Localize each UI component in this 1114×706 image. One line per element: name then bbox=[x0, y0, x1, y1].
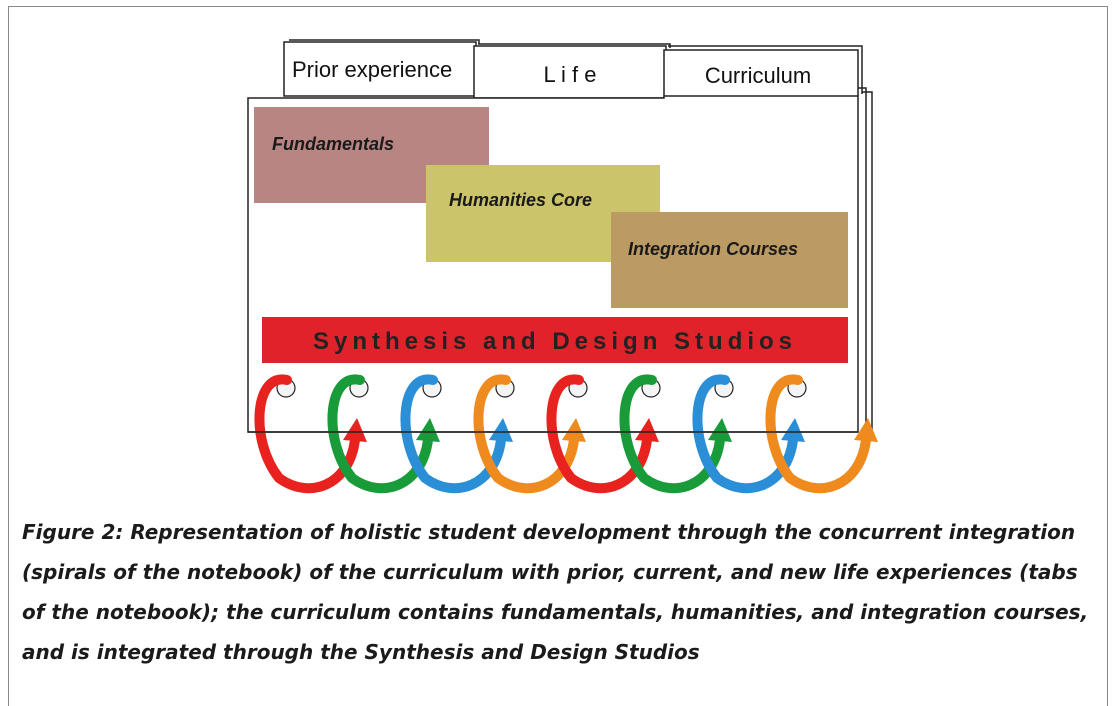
notebook-back-pages bbox=[858, 87, 873, 432]
tab-life-label: L i f e bbox=[544, 62, 597, 87]
arrow-head-icon bbox=[708, 418, 732, 442]
notebook-spirals bbox=[248, 374, 878, 494]
arrow-head-icon bbox=[854, 418, 878, 442]
spiral-ring bbox=[473, 374, 586, 494]
arrow-head-icon bbox=[343, 418, 367, 442]
spiral-ring bbox=[619, 374, 732, 494]
integration-courses-label: Integration Courses bbox=[628, 239, 798, 259]
arrow-head-icon bbox=[416, 418, 440, 442]
integration-courses-block bbox=[611, 212, 848, 308]
arrow-head-icon bbox=[562, 418, 586, 442]
figure-frame bbox=[8, 6, 1108, 706]
arrow-head-icon bbox=[781, 418, 805, 442]
humanities-core-label: Humanities Core bbox=[449, 190, 592, 210]
tab-life: L i f e bbox=[473, 43, 671, 99]
arrow-head-icon bbox=[489, 418, 513, 442]
notebook-diagram: Prior experience L i f e Curriculum Fund… bbox=[247, 39, 878, 494]
tab-prior-label: Prior experience bbox=[292, 57, 452, 82]
tab-prior-experience: Prior experience bbox=[283, 39, 480, 97]
figure-caption: Figure 2: Representation of holistic stu… bbox=[22, 520, 1089, 664]
spiral-ring bbox=[400, 374, 513, 494]
studios-bar bbox=[262, 317, 848, 363]
studios-label: Synthesis and Design Studios bbox=[313, 328, 797, 355]
tab-curriculum-label: Curriculum bbox=[705, 63, 811, 88]
arrow-head-icon bbox=[635, 418, 659, 442]
fundamentals-label: Fundamentals bbox=[272, 134, 394, 154]
spiral-ring bbox=[765, 374, 878, 494]
spiral-ring bbox=[692, 374, 805, 494]
spiral-ring bbox=[546, 374, 659, 494]
spiral-ring bbox=[254, 374, 367, 494]
tab-curriculum: Curriculum bbox=[663, 45, 863, 98]
spiral-ring bbox=[327, 374, 440, 494]
